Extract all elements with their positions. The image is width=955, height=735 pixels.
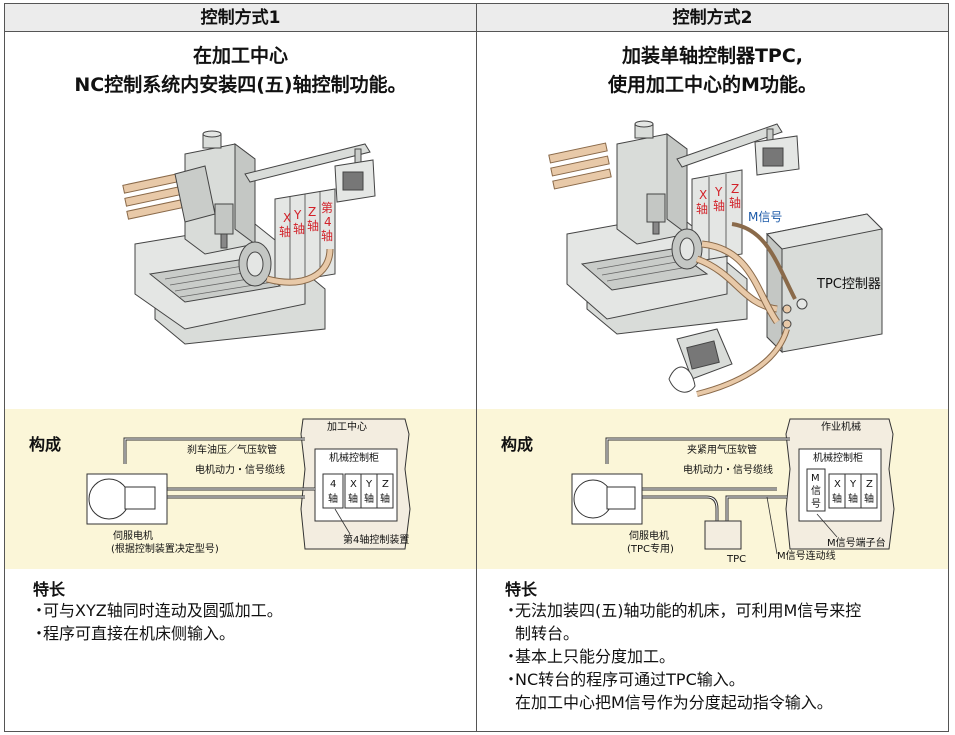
- cabinet2-label-z: Z: [731, 182, 739, 196]
- x-box-2-axis: 轴: [832, 492, 842, 505]
- m-box-m: M: [811, 473, 820, 484]
- method-2-configuration: 构成 作业机械 机械控制柜 M 信 号 X 轴 Y 轴 Z 轴 夹紧: [477, 409, 948, 569]
- x-box-2: X: [834, 479, 841, 490]
- method-2-features: ・无法加装四(五)轴功能的机床，可利用M信号来控 制转台。 ・基本上只能分度加工…: [503, 599, 861, 714]
- cabinet-axis-labels-2: X 轴 Y 轴 Z 轴: [696, 182, 741, 216]
- z-box-2: Z: [866, 479, 873, 490]
- cabinet-label-y: Y: [293, 208, 302, 222]
- work-machine-label: 作业机械: [821, 420, 861, 433]
- method-1-configuration: 构成 加工中心 机械控制柜 4 轴 X 轴 Y 轴 Z 轴: [5, 409, 476, 569]
- hose-label-2: 夹紧用气压软管: [687, 443, 757, 456]
- method-2-config-diagram: 作业机械 机械控制柜 M 信 号 X 轴 Y 轴 Z 轴 夹紧用气压软管: [571, 418, 895, 565]
- cabinet-label-4-axis: 轴: [321, 228, 333, 243]
- cable-label: 电机动力・信号缆线: [195, 463, 285, 476]
- cabinet-label-x-axis: 轴: [279, 224, 291, 239]
- tpc-controller-label: TPC控制器: [816, 277, 881, 292]
- machining-center-illustration-2: X 轴 Y 轴 Z 轴 M信号 TPC控制器: [548, 120, 884, 397]
- method-1-headline-line2: NC控制系统内安装四(五)轴控制功能。: [74, 74, 407, 96]
- m-signal-box: [806, 468, 826, 512]
- method-1-features-title: 特长: [33, 580, 66, 599]
- cabinet-label-z: Z: [308, 205, 316, 219]
- z-box-axis: 轴: [380, 492, 390, 505]
- method-1-header: 控制方式1: [5, 4, 476, 32]
- m-box-xin: 信: [811, 485, 821, 497]
- tpc-unit: [704, 520, 742, 550]
- cabinet-label-y-axis: 轴: [293, 221, 305, 236]
- feature-item: ・可与XYZ轴同时连动及圆弧加工。: [31, 601, 283, 620]
- feature-item: ・无法加装四(五)轴功能的机床，可利用M信号来控: [503, 601, 862, 620]
- feature-item-continued: 在加工中心把M信号作为分度起动指令输入。: [515, 693, 833, 712]
- method-2-column: 控制方式2 加装单轴控制器TPC, 使用加工中心的M功能。: [477, 4, 948, 731]
- method-2-header: 控制方式2: [477, 4, 948, 32]
- comparison-table: 控制方式1 在加工中心 NC控制系统内安装四(五)轴控制功能。: [4, 3, 949, 732]
- feature-item-continued: 制转台。: [515, 624, 580, 643]
- method-2-features-title: 特长: [505, 580, 538, 599]
- y-box-2-axis: 轴: [848, 492, 858, 505]
- terminal-label: M信号端子台: [827, 536, 886, 549]
- method-1-config-diagram: 加工中心 机械控制柜 4 轴 X 轴 Y 轴 Z 轴 刹车油压／气压软管: [86, 418, 411, 555]
- servo-note: (根据控制装置决定型号): [111, 542, 219, 555]
- cabinet-label-4th: 第: [321, 201, 333, 215]
- x-box-axis: 轴: [348, 492, 358, 505]
- method-2-headline-line2: 使用加工中心的M功能。: [608, 74, 817, 96]
- cabinet2-label-y: Y: [714, 185, 723, 199]
- servo-label-2: 伺服电机: [629, 529, 669, 542]
- x-box: X: [350, 479, 357, 490]
- z-box: Z: [382, 479, 389, 490]
- method-1-headline-line1: 在加工中心: [192, 45, 288, 67]
- axis4-box-axis: 轴: [328, 492, 338, 505]
- method-1-column: 控制方式1 在加工中心 NC控制系统内安装四(五)轴控制功能。: [5, 4, 477, 731]
- m-signal-callout: M信号: [748, 210, 782, 224]
- cabinet2-label-x: X: [699, 188, 707, 202]
- axis4-box: [322, 473, 344, 509]
- machining-center-label: 加工中心: [327, 420, 367, 433]
- m-box-hao: 号: [811, 498, 821, 510]
- servo-note-2: (TPC专用): [627, 542, 674, 555]
- method-2-headline-line1: 加装单轴控制器TPC,: [621, 45, 804, 67]
- z-box-2-axis: 轴: [864, 492, 874, 505]
- controller-label: 第4轴控制装置: [343, 533, 409, 546]
- xyz-box: [344, 473, 394, 509]
- cable-label-2: 电机动力・信号缆线: [683, 463, 773, 476]
- tpc-label: TPC: [726, 554, 746, 565]
- feature-item: ・基本上只能分度加工。: [503, 647, 676, 666]
- axis4-box-num: 4: [330, 479, 336, 490]
- cabinet-label-z-axis: 轴: [307, 218, 319, 233]
- method-1-headline: 在加工中心 NC控制系统内安装四(五)轴控制功能。: [5, 42, 476, 100]
- cabinet-label: 机械控制柜: [329, 451, 379, 464]
- feature-item: ・程序可直接在机床侧输入。: [31, 624, 236, 643]
- method-1-features: ・可与XYZ轴同时连动及圆弧加工。 ・程序可直接在机床侧输入。: [31, 599, 283, 645]
- y-box: Y: [365, 479, 373, 490]
- y-box-2: Y: [849, 479, 857, 490]
- method-2-config-title: 构成: [501, 435, 534, 454]
- cabinet-label-2: 机械控制柜: [813, 451, 863, 464]
- cabinet2-label-z-axis: 轴: [729, 195, 741, 210]
- cabinet-label-4: 4: [324, 215, 332, 229]
- method-2-headline: 加装单轴控制器TPC, 使用加工中心的M功能。: [477, 42, 948, 100]
- cabinet-label-x: X: [283, 211, 291, 225]
- cabinet-axis-labels: X 轴 Y 轴 Z 轴 第 4 轴: [279, 201, 333, 243]
- servo-label: 伺服电机: [113, 529, 153, 542]
- m-wire-label: M信号连动线: [777, 549, 836, 562]
- machining-center-illustration-1: X 轴 Y 轴 Z 轴 第 4 轴: [122, 130, 376, 345]
- feature-item: ・NC转台的程序可通过TPC输入。: [503, 670, 745, 689]
- cabinet2-label-y-axis: 轴: [713, 198, 725, 213]
- y-box-axis: 轴: [364, 492, 374, 505]
- method-1-config-title: 构成: [29, 435, 62, 454]
- hose-label: 刹车油压／气压软管: [187, 443, 277, 456]
- cabinet2-label-x-axis: 轴: [696, 201, 708, 216]
